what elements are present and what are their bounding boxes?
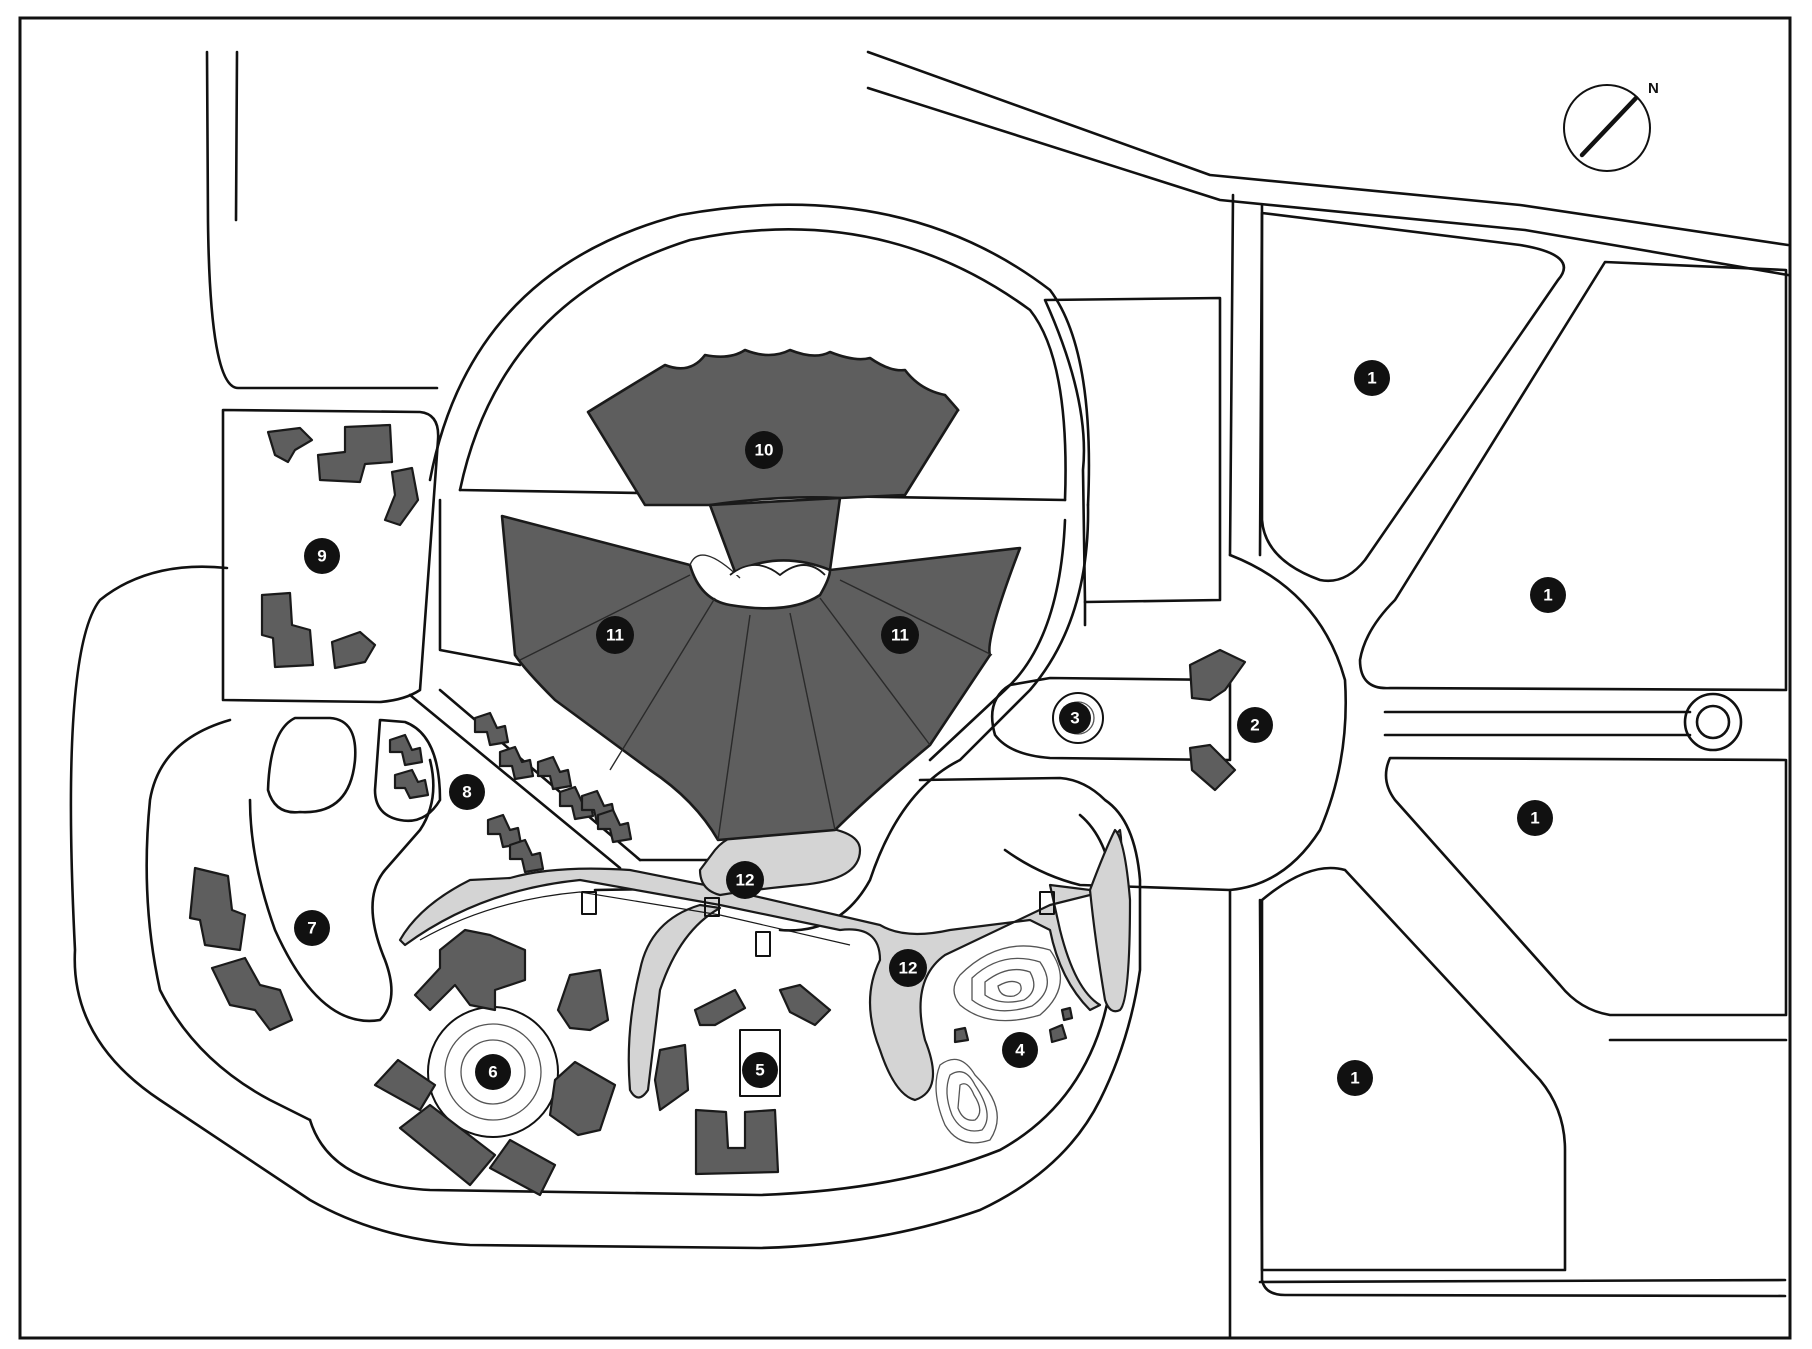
marker-11-left[interactable]: 11: [596, 616, 634, 654]
marker-4[interactable]: 4: [1002, 1032, 1038, 1068]
marker-12-north[interactable]: 12: [726, 861, 764, 899]
marker-6[interactable]: 6: [475, 1054, 511, 1090]
marker-10[interactable]: 10: [745, 431, 783, 469]
svg-text:5: 5: [755, 1061, 764, 1080]
svg-text:2: 2: [1250, 716, 1259, 735]
stadium-complex: [500, 348, 1022, 842]
marker-11-right[interactable]: 11: [881, 616, 919, 654]
marker-1-right[interactable]: 1: [1530, 577, 1566, 613]
svg-text:1: 1: [1350, 1069, 1359, 1088]
road-network: [69, 50, 1790, 1340]
housing-cluster-8: [388, 711, 633, 874]
svg-text:1: 1: [1543, 586, 1552, 605]
svg-text:7: 7: [307, 919, 316, 938]
svg-text:6: 6: [488, 1063, 497, 1082]
svg-text:10: 10: [755, 441, 774, 460]
svg-text:8: 8: [462, 783, 471, 802]
north-arrow-needle: [1579, 95, 1639, 158]
marker-1-lower-right[interactable]: 1: [1517, 800, 1553, 836]
marker-7[interactable]: 7: [294, 910, 330, 946]
buildings: [188, 423, 1247, 1197]
svg-text:4: 4: [1015, 1041, 1025, 1060]
svg-text:12: 12: [899, 959, 918, 978]
svg-text:12: 12: [736, 871, 755, 890]
marker-8[interactable]: 8: [449, 774, 485, 810]
north-arrow: N: [1563, 80, 1659, 172]
marker-12-east[interactable]: 12: [889, 949, 927, 987]
svg-text:1: 1: [1367, 369, 1376, 388]
map-markers: 1 1 1 1 2 3 4 5 6 7 8 9 10 11 11 12 12: [294, 360, 1566, 1096]
svg-text:1: 1: [1530, 809, 1539, 828]
marker-3[interactable]: 3: [1059, 702, 1091, 734]
svg-text:3: 3: [1070, 709, 1079, 728]
marker-5[interactable]: 5: [742, 1052, 778, 1088]
svg-text:9: 9: [317, 547, 326, 566]
marker-1-top-right[interactable]: 1: [1354, 360, 1390, 396]
marker-2[interactable]: 2: [1237, 707, 1273, 743]
north-label: N: [1648, 80, 1659, 97]
marker-1-bottom-right[interactable]: 1: [1337, 1060, 1373, 1096]
svg-text:11: 11: [606, 626, 624, 645]
svg-text:11: 11: [891, 626, 909, 645]
marker-9[interactable]: 9: [304, 538, 340, 574]
